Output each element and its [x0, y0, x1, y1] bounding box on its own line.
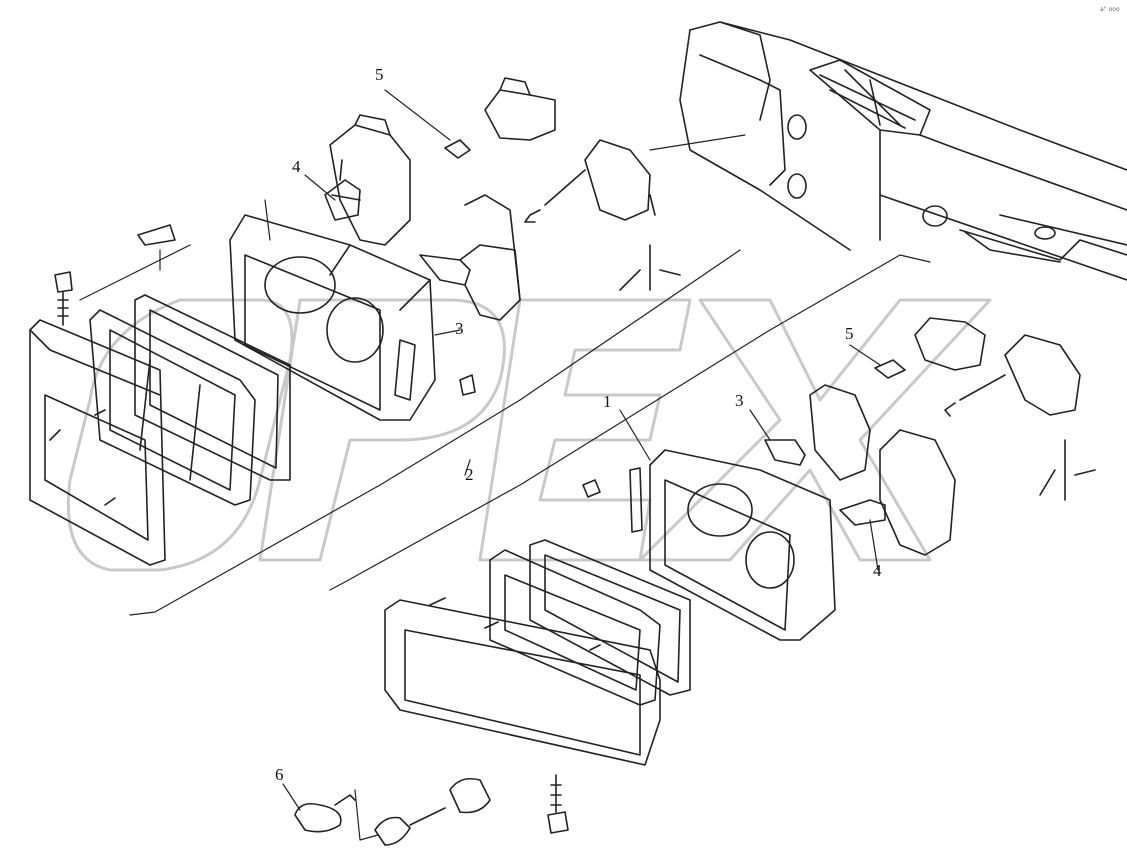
- callout-2: 2: [465, 465, 474, 484]
- right-headlamp-housing: [649, 449, 836, 641]
- left-headlamp-gasket: [134, 294, 291, 481]
- left-headlamp-housing: [229, 214, 436, 421]
- left-clip: [137, 224, 176, 246]
- top-bulb-socket-4: [324, 159, 361, 221]
- leader-lines: [79, 89, 931, 841]
- callout-1: 1: [603, 392, 612, 411]
- right-aim-motor: [944, 334, 1096, 501]
- callout-3-right: 3: [735, 391, 744, 410]
- callout-4-right: 4: [873, 561, 882, 580]
- corner-code: a° ooo: [1100, 6, 1120, 13]
- bottom-bolt: [547, 774, 569, 834]
- opex-watermark: [66, 298, 992, 572]
- callout-5-top: 5: [375, 65, 384, 84]
- left-headlamp-rim: [29, 319, 166, 566]
- right-rear-cap: [879, 429, 956, 556]
- right-headlamp-lens: [489, 549, 661, 706]
- left-headlamp-lens: [89, 309, 256, 506]
- top-rear-cap: [464, 194, 521, 301]
- vehicle-front-body: [679, 21, 1127, 281]
- top-connector-5: [444, 139, 471, 159]
- callout-5-right: 5: [845, 324, 854, 343]
- top-relay-module: [484, 77, 556, 141]
- callout-6: 6: [275, 765, 284, 784]
- callout-3-top: 3: [455, 319, 464, 338]
- right-connector-5: [874, 359, 906, 379]
- right-bulb-4: [839, 499, 886, 526]
- right-bulb-cover: [809, 384, 871, 481]
- top-bulb-3: [419, 244, 521, 321]
- callout-4-top: 4: [292, 157, 301, 176]
- left-small-lamp: [459, 374, 476, 396]
- right-bulb-socket: [582, 467, 643, 533]
- top-aim-motor: [524, 139, 681, 291]
- right-headlamp-rim: [384, 597, 661, 766]
- bottom-socket-6: [294, 794, 356, 833]
- left-mounting-bolt: [54, 271, 73, 326]
- bottom-bulb: [374, 807, 446, 846]
- top-bulb-cover: [329, 114, 411, 246]
- bottom-marker-lamp: [449, 777, 491, 814]
- right-bulb-3: [764, 439, 806, 466]
- right-relay-module: [914, 317, 986, 371]
